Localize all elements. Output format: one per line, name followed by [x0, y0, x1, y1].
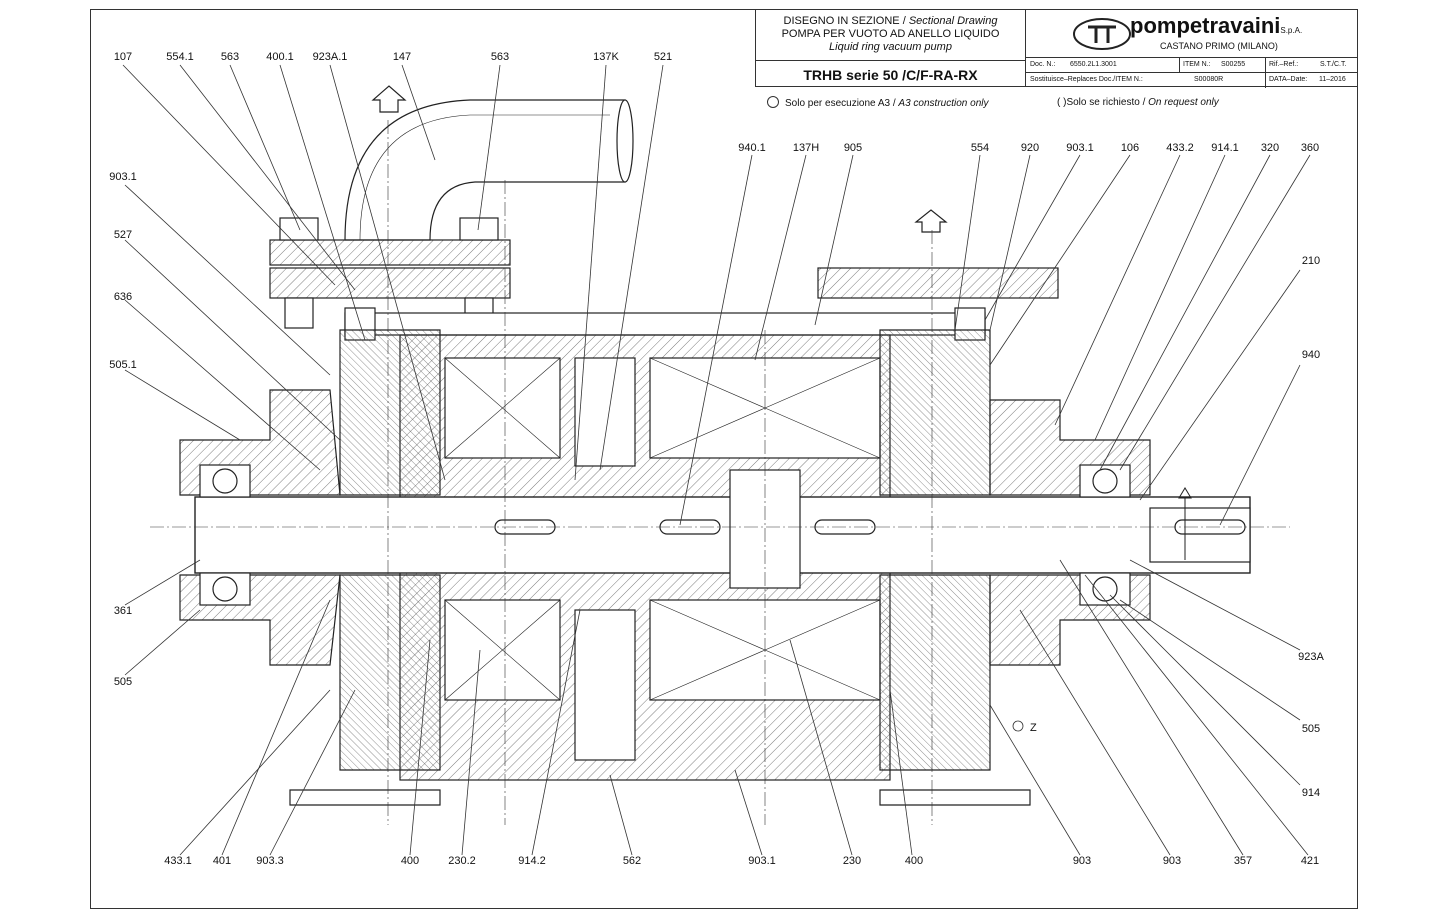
- callout-label: 903.1: [1066, 142, 1094, 154]
- ref-value: S.T./C.T.: [1320, 61, 1347, 68]
- callout-label: 903: [1073, 855, 1091, 867]
- title-line-1: DISEGNO IN SEZIONE / Sectional Drawing: [783, 15, 998, 27]
- callout-label: 210: [1302, 255, 1320, 267]
- note-a3-en: A3 construction only: [898, 98, 989, 109]
- callout-label: 357: [1234, 855, 1252, 867]
- callout-label: 360: [1301, 142, 1319, 154]
- model-title: TRHB serie 50 /C/F-RA-RX: [803, 67, 978, 83]
- company-location: CASTANO PRIMO (MILANO): [1160, 41, 1278, 51]
- callout-label: 554: [971, 142, 989, 154]
- callout-label: 527: [114, 229, 132, 241]
- callout-label: 903: [1163, 855, 1181, 867]
- replaces-value: S00080R: [1194, 76, 1224, 83]
- callout-label: 940.1: [738, 142, 766, 154]
- drawing-sheet-border: [90, 9, 1358, 909]
- note-a3-it: Solo per esecuzione A3 /: [785, 98, 896, 109]
- callout-label: 521: [654, 51, 672, 63]
- title-line-1-it: DISEGNO IN SEZIONE: [783, 15, 900, 27]
- pump-section: [179, 85, 1251, 806]
- company-logo-icon: [1073, 18, 1131, 50]
- callout-label: 903.1: [748, 855, 776, 867]
- title-line-1-en: Sectional Drawing: [908, 15, 998, 27]
- callout-label: 554.1: [166, 51, 194, 63]
- callout-label: 903.1: [109, 171, 137, 183]
- callout-label: 914.1: [1211, 142, 1239, 154]
- company-name-text: pompetravaini: [1130, 13, 1281, 38]
- callout-label: 914.2: [518, 855, 546, 867]
- callout-label: 636: [114, 291, 132, 303]
- centre-lines: [150, 120, 1290, 825]
- title-line-2: POMPA PER VUOTO AD ANELLO LIQUIDO: [781, 28, 1000, 40]
- item-label: ITEM N.:: [1183, 61, 1211, 68]
- callout-label: 400.1: [266, 51, 294, 63]
- title-block-description: DISEGNO IN SEZIONE / Sectional Drawing P…: [755, 9, 1026, 87]
- callout-label: 421: [1301, 855, 1319, 867]
- callout-label: 914: [1302, 787, 1320, 799]
- note-a3: Solo per esecuzione A3 / A3 construction…: [767, 96, 988, 109]
- rotation-label: Z: [1030, 722, 1037, 734]
- callout-label: 563: [491, 51, 509, 63]
- callout-labels: 107 554.1 563 400.1 923A.1 147 563 137K …: [109, 51, 1324, 867]
- title-line-3: Liquid ring vacuum pump: [829, 41, 952, 53]
- callout-label: 107: [114, 51, 132, 63]
- callout-label: 400: [401, 855, 419, 867]
- callout-label: 147: [393, 51, 411, 63]
- callout-label: 433.1: [164, 855, 192, 867]
- title-block-company: pompetravainiS.p.A. CASTANO PRIMO (MILAN…: [1025, 9, 1358, 88]
- rotation-symbol: [1012, 720, 1024, 732]
- callout-label: 923A: [1298, 651, 1324, 663]
- replaces-label: Sostituisce–Replaces Doc./ITEM N.:: [1030, 76, 1143, 83]
- callout-label: 920: [1021, 142, 1039, 154]
- callout-label: 505: [1302, 723, 1320, 735]
- note-request-en: On request only: [1148, 97, 1219, 108]
- callout-label: 401: [213, 855, 231, 867]
- company-name: pompetravainiS.p.A.: [1130, 13, 1302, 39]
- callout-label: 940: [1302, 349, 1320, 361]
- doc-value: 6550.2L1.3001: [1070, 61, 1117, 68]
- callout-label: 230: [843, 855, 861, 867]
- callout-label: 230.2: [448, 855, 476, 867]
- callout-label: 563: [221, 51, 239, 63]
- callout-label: 562: [623, 855, 641, 867]
- circle-symbol-icon: [767, 96, 779, 108]
- company-suffix: S.p.A.: [1280, 26, 1303, 35]
- callout-label: 505: [114, 676, 132, 688]
- date-value: 11–2016: [1319, 76, 1346, 83]
- leader-lines: [122, 64, 1311, 856]
- note-request: ( )Solo se richiesto / On request only: [1057, 97, 1219, 108]
- callout-label: 137K: [593, 51, 619, 63]
- callout-label: 505.1: [109, 359, 137, 371]
- doc-label: Doc. N.:: [1030, 61, 1056, 68]
- ref-label: Rif.–Ref.:: [1269, 61, 1299, 68]
- callout-label: 923A.1: [313, 51, 348, 63]
- callout-label: 903.3: [256, 855, 284, 867]
- callout-label: 433.2: [1166, 142, 1194, 154]
- item-value: S00255: [1221, 61, 1246, 68]
- callout-label: 137H: [793, 142, 819, 154]
- callout-label: 400: [905, 855, 923, 867]
- callout-label: 361: [114, 605, 132, 617]
- callout-label: 905: [844, 142, 862, 154]
- note-request-it: ( )Solo se richiesto /: [1057, 97, 1146, 108]
- callout-label: 106: [1121, 142, 1139, 154]
- date-label: DATA–Date:: [1269, 76, 1308, 83]
- callout-label: 320: [1261, 142, 1279, 154]
